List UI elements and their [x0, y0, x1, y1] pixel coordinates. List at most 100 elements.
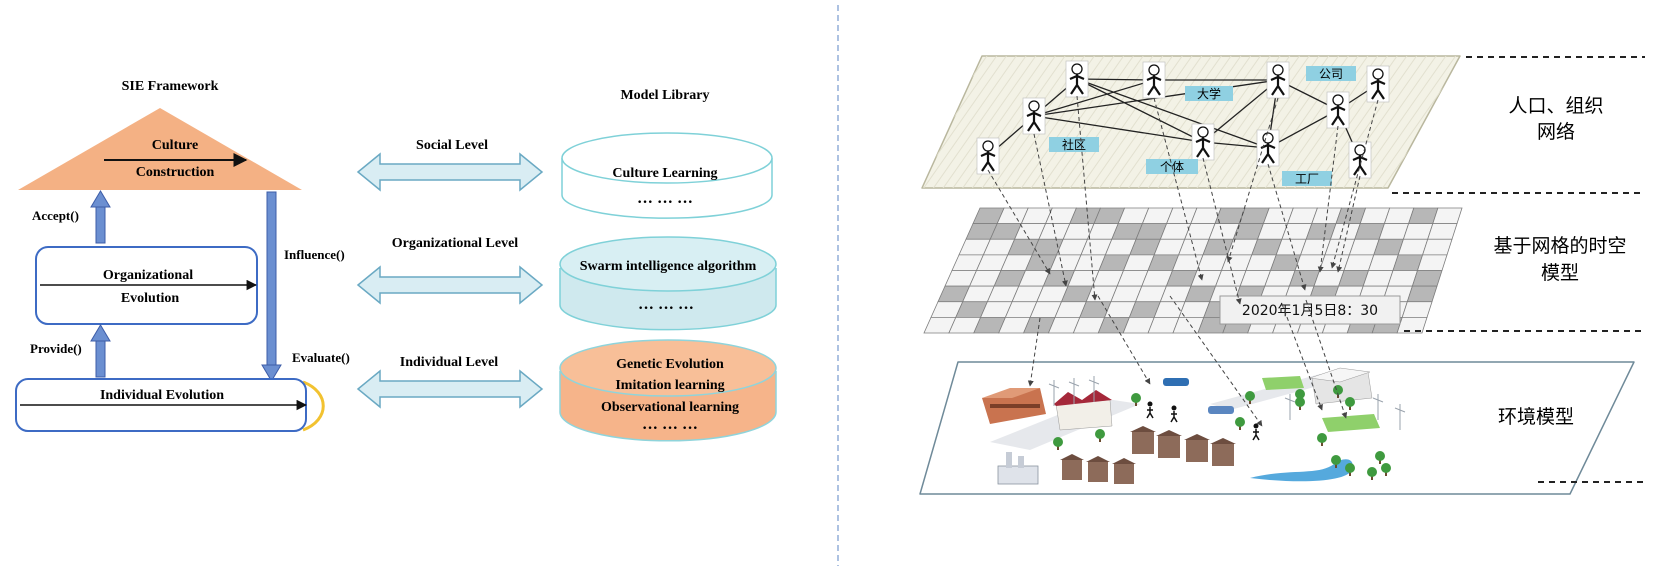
timestamp-box: 2020年1月5日8：30 — [1219, 295, 1401, 325]
person-icon — [1065, 60, 1089, 98]
level-connectors: Social Level Organizational Level Indivi… — [356, 138, 544, 409]
grid-cell — [1396, 316, 1428, 334]
projection-arrow — [987, 169, 1051, 275]
culture-label-line1: Culture — [152, 138, 198, 153]
vehicle — [1208, 406, 1234, 414]
network-edge — [1033, 115, 1204, 143]
network-layer-label-line1: 人口、组织 — [1508, 95, 1603, 117]
tree-icon — [1381, 463, 1391, 473]
individual-models-dots: ··· ··· ··· — [642, 420, 698, 437]
timestamp-label: 2020年1月5日8：30 — [1242, 303, 1378, 319]
swarm-dots: ··· ··· ··· — [638, 300, 694, 317]
tree-icon — [1345, 463, 1355, 473]
grid-cell — [1406, 285, 1438, 303]
node-label-factory: 工厂 — [1282, 171, 1332, 186]
evaluate-loop — [302, 380, 325, 432]
influence-arrow — [261, 191, 282, 382]
university-label: 大学 — [1197, 86, 1221, 101]
projection-arrow — [1281, 303, 1323, 411]
person-icon — [976, 137, 1000, 175]
grid-cell — [1411, 270, 1443, 287]
factory-label: 工厂 — [1295, 172, 1319, 186]
projection-arrow — [1076, 95, 1098, 301]
environment-layer-label: 环境模型 — [1498, 406, 1574, 428]
social-level-double-arrow — [356, 152, 544, 192]
house-cluster — [1054, 390, 1113, 431]
grid-cell — [1427, 223, 1458, 240]
grid-cell — [1422, 238, 1453, 256]
culture-learning-dots: ··· ··· ··· — [637, 194, 693, 211]
tree-icon — [1131, 393, 1141, 403]
power-plant — [997, 452, 1039, 485]
green-field — [1262, 376, 1304, 390]
grid-cells — [923, 207, 1463, 334]
social-level-label: Social Level — [416, 138, 488, 153]
network-edge — [1267, 109, 1339, 149]
green-field — [1322, 414, 1380, 432]
person-icon — [1147, 401, 1153, 407]
projection-arrow — [1027, 317, 1041, 387]
organizational-label-line2: Evolution — [121, 291, 180, 306]
network-edge — [1202, 79, 1279, 143]
road — [1210, 374, 1340, 410]
company-label: 公司 — [1319, 67, 1343, 81]
organizational-level-double-arrow — [356, 265, 544, 305]
node-label-company: 公司 — [1306, 66, 1356, 81]
person-icon — [1171, 405, 1177, 411]
tree-icon — [1295, 397, 1305, 407]
projection-arrow — [1267, 163, 1307, 291]
projection-arrow — [1226, 97, 1279, 263]
individual-evolution-node: Individual Evolution — [15, 378, 325, 432]
tree-icon — [1345, 397, 1355, 407]
sie-framework-title: SIE Framework — [122, 79, 219, 94]
person-icon — [1142, 61, 1166, 99]
projection-arrow — [1097, 295, 1151, 385]
network-edge — [1033, 79, 1155, 117]
community-label: 社区 — [1062, 137, 1086, 152]
grid-cell — [1401, 301, 1433, 318]
individual-level-double-arrow — [356, 369, 544, 409]
apartment-cluster — [1060, 426, 1236, 484]
layer-legend: 人口、组织 网络 基于网格的时空 模型 环境模型 — [1392, 56, 1645, 483]
person-icon — [1348, 141, 1372, 179]
individual-models-cylinder: Genetic Evolution Imitation learning Obs… — [559, 339, 777, 442]
accept-arrow — [90, 190, 111, 244]
provide-label: Provide() — [30, 341, 82, 356]
person-icon — [1253, 423, 1259, 429]
environment-layer — [919, 361, 1635, 495]
culture-learning-cylinder: Culture Learning ··· ··· ··· — [561, 132, 773, 219]
organizational-evolution-node: Organizational Evolution — [35, 246, 258, 325]
network-edge — [1076, 78, 1269, 149]
projection-arrow — [1153, 97, 1204, 281]
culture-learning-label: Culture Learning — [612, 166, 717, 181]
tree-icon — [1095, 429, 1105, 439]
model-library: Model Library Culture Learning ··· ··· ·… — [559, 88, 777, 442]
factory-building — [982, 388, 1046, 424]
tree-icon — [1375, 451, 1385, 461]
grid-layer: 2020年1月5日8：30 — [923, 207, 1463, 334]
accept-label: Accept() — [32, 208, 79, 223]
person-icon — [1266, 61, 1290, 99]
imitation-learning-label: Imitation learning — [615, 378, 724, 393]
swarm-intelligence-cylinder: Swarm intelligence algorithm ··· ··· ··· — [559, 236, 777, 331]
node-label-community: 社区 — [1049, 137, 1099, 152]
person-icon — [1191, 123, 1215, 161]
tree-icon — [1295, 389, 1305, 399]
individual-level-label: Individual Level — [400, 355, 499, 370]
ground-people — [1146, 401, 1260, 441]
trees — [1053, 385, 1391, 480]
person-icon — [1022, 97, 1046, 135]
person-icon — [1366, 65, 1390, 103]
grid-layer-label-line2: 模型 — [1541, 262, 1579, 284]
network-edge — [1076, 78, 1204, 143]
sie-framework-panel: SIE Framework Culture Construction Accep… — [15, 79, 350, 432]
tree-icon — [1235, 417, 1245, 427]
tree-icon — [1317, 433, 1327, 443]
model-library-title: Model Library — [620, 88, 709, 103]
observational-learning-label: Observational learning — [601, 400, 739, 415]
individual-label: Individual Evolution — [100, 388, 224, 403]
network-people — [976, 60, 1390, 179]
projection-arrows — [987, 95, 1379, 427]
tree-icon — [1053, 437, 1063, 447]
vehicle — [1163, 378, 1189, 386]
